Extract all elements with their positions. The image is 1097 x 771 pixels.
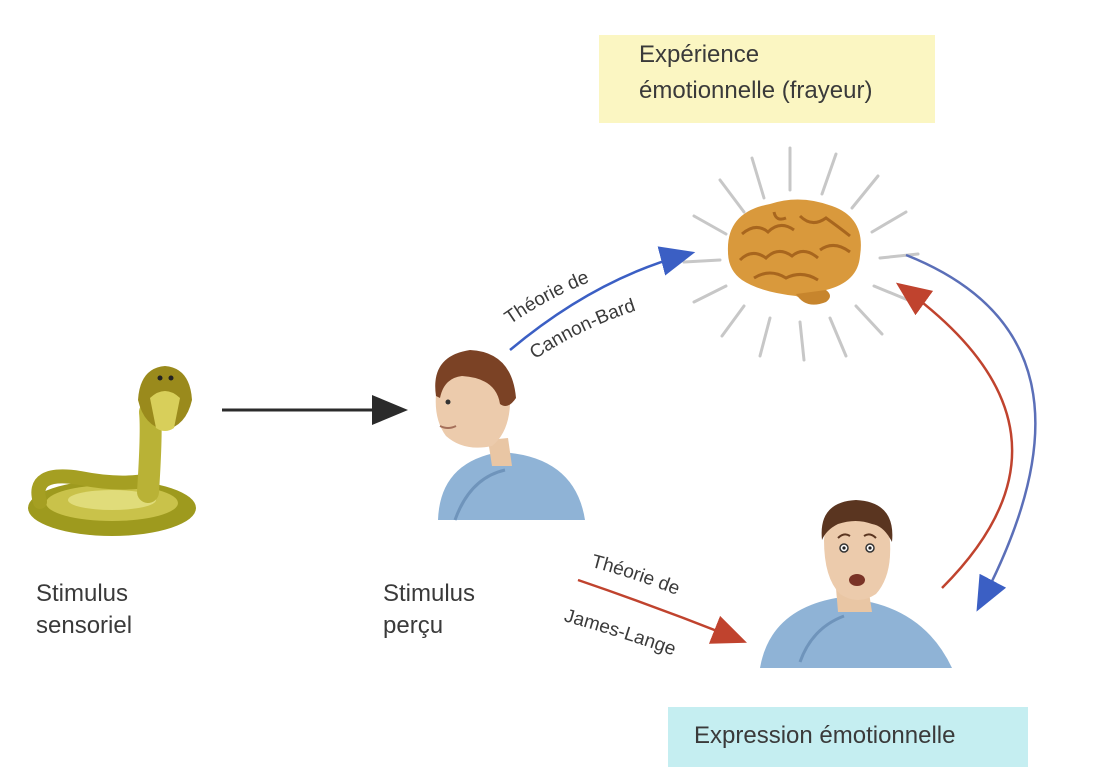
frightened-man-illustration [760, 500, 952, 668]
sensory-stimulus-line1: Stimulus [36, 578, 132, 610]
perceived-stimulus-label: Stimulus perçu [383, 578, 475, 642]
cannon-bard-arrow-to-expression [906, 255, 1035, 605]
emotional-expression-label: Expression émotionnelle [694, 722, 955, 750]
james-lange-label-line2: James-Lange [562, 605, 679, 660]
sensory-stimulus-label: Stimulus sensoriel [36, 578, 132, 642]
sensory-stimulus-line2: sensoriel [36, 610, 132, 642]
perceived-stimulus-line1: Stimulus [383, 578, 475, 610]
cobra-illustration [28, 366, 196, 536]
emotional-experience-line1: Expérience [639, 41, 759, 69]
james-lange-arrow-to-brain [902, 287, 1012, 588]
emotional-experience-line2: émotionnelle (frayeur) [639, 77, 872, 105]
perceived-stimulus-line2: perçu [383, 610, 475, 642]
calm-man-illustration [435, 350, 585, 520]
brain-illustration [684, 148, 918, 360]
emotional-experience-box: Expérience émotionnelle (frayeur) [599, 35, 935, 123]
james-lange-label-line1: Théorie de [589, 551, 682, 600]
emotional-expression-box: Expression émotionnelle [668, 707, 1028, 767]
